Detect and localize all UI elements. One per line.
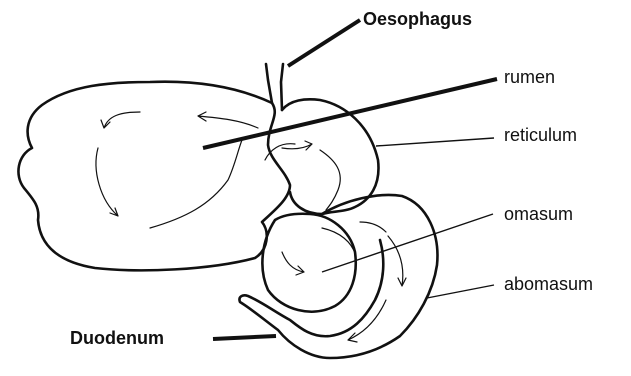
omasum-flow-arrow	[282, 252, 304, 275]
oesophagus-tube-right	[281, 64, 283, 110]
omasum-outline	[262, 214, 355, 312]
label-oesophagus: Oesophagus	[363, 9, 472, 29]
abomasum-flow-arrow	[388, 236, 406, 286]
reticulum-flow-arrow-2	[320, 150, 340, 210]
label-rumen: rumen	[504, 67, 555, 87]
omasum-leader	[322, 214, 493, 272]
rumen-flow-arrow-left	[96, 148, 118, 216]
rumen-flow-arrow-top	[101, 112, 140, 128]
label-duodenum: Duodenum	[70, 328, 164, 348]
abomasum-outline	[239, 195, 437, 358]
oesophagus-leader	[288, 20, 360, 66]
rumen-flow-arrow-bottom	[150, 140, 242, 228]
label-omasum: omasum	[504, 204, 573, 224]
duodenum-leader	[213, 336, 276, 339]
label-reticulum: reticulum	[504, 125, 577, 145]
rumen-outline	[18, 82, 290, 271]
reticulum-flow-arrow	[282, 141, 312, 150]
label-abomasum: abomasum	[504, 274, 593, 294]
reticulum-leader	[376, 138, 494, 146]
oesophagus-tube-left	[266, 64, 272, 103]
rumen-leader	[203, 79, 497, 148]
abomasum-flow-arrow-2	[348, 300, 386, 342]
rumen-flow-arrow-upper	[198, 112, 258, 128]
abomasum-leader	[427, 285, 494, 298]
abomasum-flow-arrow-3	[360, 222, 386, 232]
